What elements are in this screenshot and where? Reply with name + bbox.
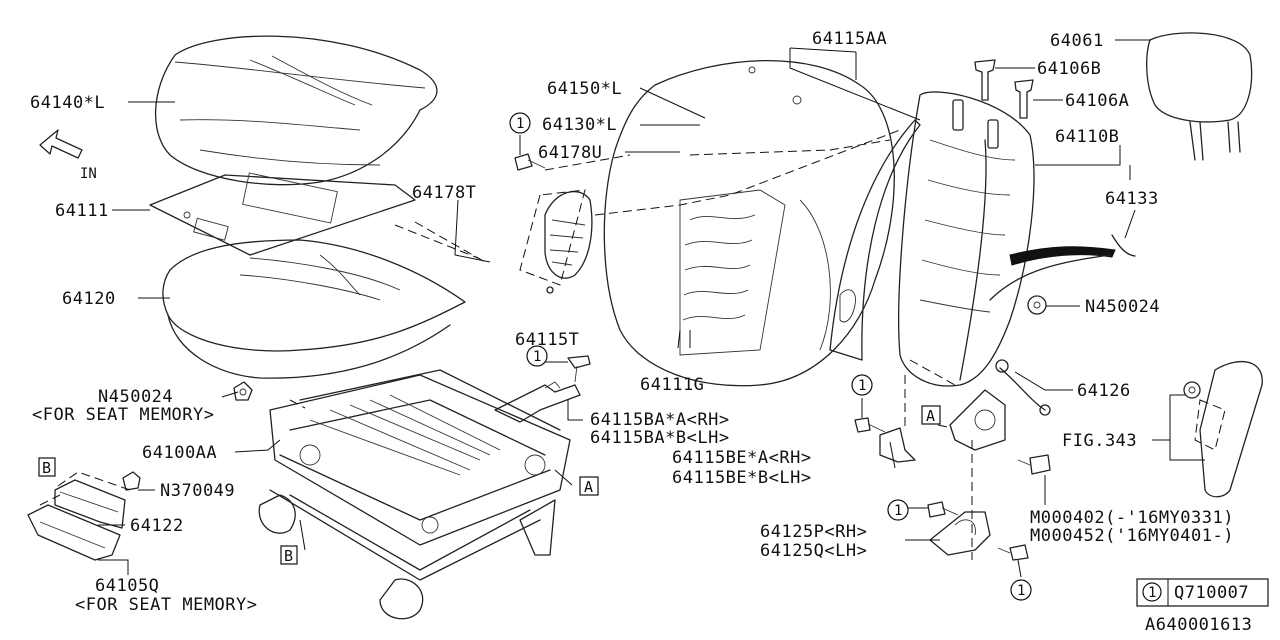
svg-text:A: A: [584, 478, 593, 496]
label-N370049: N370049: [160, 481, 235, 501]
callout-1-upper: 1: [509, 112, 531, 134]
svg-text:B: B: [284, 547, 293, 565]
cable-64126: [995, 359, 1051, 416]
label-64110B: 64110B: [1055, 127, 1119, 147]
callout-1-mid: 1: [526, 345, 548, 367]
label-for-seat-memory-1: <FOR SEAT MEMORY>: [32, 405, 215, 425]
reference-boxes: B B A A: [38, 405, 941, 565]
legend-number: 1: [1148, 585, 1156, 601]
cover-64105Q: [27, 504, 121, 561]
in-arrow-label: IN: [80, 166, 97, 182]
label-64115AA: 64115AA: [812, 29, 887, 49]
label-N450024-left: N450024: [98, 387, 173, 407]
label-64106B: 64106B: [1037, 59, 1101, 79]
seat-back-frame-64110B: [898, 91, 1035, 387]
seat-back-cover-64115AA: [603, 59, 895, 387]
label-64115BE-B: 64115BE*B<LH>: [672, 468, 812, 488]
recliner-bracket-64125: [949, 389, 1006, 451]
label-M000402: M000402(-'16MY0331): [1030, 508, 1234, 528]
label-64115BA-A: 64115BA*A<RH>: [590, 410, 730, 430]
svg-text:1: 1: [516, 116, 524, 132]
label-64111: 64111: [55, 201, 109, 221]
callout-1-right: 1: [851, 374, 873, 396]
circle-callouts: 1 1 1 1 1: [509, 112, 1032, 601]
in-direction-arrow: IN: [39, 129, 97, 182]
seat-frame-64100AA: [258, 369, 571, 620]
headrest-64061: [1146, 32, 1253, 161]
label-64178U: 64178U: [538, 143, 602, 163]
part-labels: 64140*L 64111 64178T 64120 N450024 <FOR …: [30, 29, 1234, 615]
nut-N450024-left: [233, 381, 253, 401]
label-64106A: 64106A: [1065, 91, 1129, 111]
side-cover-64122: [54, 479, 126, 529]
label-for-seat-memory-2: <FOR SEAT MEMORY>: [75, 595, 258, 615]
ref-box-B-lower: B: [280, 545, 298, 565]
headrest-guide-64106B: [974, 59, 996, 101]
label-64111G: 64111G: [640, 375, 704, 395]
side-panel-64115BE: [829, 119, 921, 463]
label-64120: 64120: [62, 289, 116, 309]
screw-64115BE: [854, 417, 886, 433]
label-64115BA-B: 64115BA*B<LH>: [590, 428, 730, 448]
label-64061: 64061: [1050, 31, 1104, 51]
label-64105Q: 64105Q: [95, 576, 159, 596]
svg-text:1: 1: [533, 349, 541, 365]
screw-lower-right: [997, 544, 1029, 561]
bracket-64125P: [929, 511, 991, 556]
label-64100AA: 64100AA: [142, 443, 217, 463]
screw-64115T: [567, 355, 591, 383]
svg-text:1: 1: [1017, 583, 1025, 599]
bolt-M000402: [1017, 454, 1051, 475]
cushion-pad-64120: [162, 239, 466, 379]
label-64122: 64122: [130, 516, 184, 536]
svg-text:1: 1: [858, 378, 866, 394]
svg-text:1: 1: [894, 503, 902, 519]
nut-N450024-right: [1027, 295, 1047, 315]
label-64115T: 64115T: [515, 330, 579, 350]
leader-lines: [39, 39, 1205, 578]
clip-N370049: [122, 471, 141, 491]
ref-box-A-right: A: [921, 405, 941, 425]
label-M000452: M000452('16MY0401-): [1030, 526, 1234, 546]
screw-64125P: [927, 501, 959, 518]
label-64140L: 64140*L: [30, 93, 105, 113]
legend-part-number: Q710007: [1174, 583, 1249, 603]
legend-box: 1 Q710007: [1136, 578, 1269, 607]
label-64150L: 64150*L: [547, 79, 622, 99]
callout-1-bottom: 1: [1010, 579, 1032, 601]
label-64126: 64126: [1077, 381, 1131, 401]
diagram-id: A640001613: [1145, 615, 1252, 635]
bracket-64115T: [519, 189, 593, 294]
label-64178T: 64178T: [412, 183, 476, 203]
label-64125P: 64125P<RH>: [760, 522, 867, 542]
label-64133: 64133: [1105, 189, 1159, 209]
label-64125Q: 64125Q<LH>: [760, 541, 867, 561]
ref-box-A-left: A: [579, 476, 599, 496]
label-64115BE-A: 64115BE*A<RH>: [672, 448, 812, 468]
cushion-mat-64111: [149, 172, 416, 256]
seat-cushion-cover-64140: [154, 35, 438, 186]
bracket-64115BA: [494, 381, 581, 423]
label-N450024-right: N450024: [1085, 297, 1160, 317]
screw-upper-left: [514, 153, 546, 171]
side-trim-fig343: [1183, 361, 1263, 498]
headrest-guide-64106A: [1014, 79, 1034, 119]
svg-text:A: A: [926, 407, 935, 425]
ref-box-B-upper: B: [38, 457, 56, 477]
svg-text:B: B: [42, 459, 51, 477]
wire-64133: [989, 234, 1136, 301]
label-fig343: FIG.343: [1062, 431, 1137, 451]
callout-1-lower: 1: [887, 499, 909, 521]
label-64130L: 64130*L: [542, 115, 617, 135]
